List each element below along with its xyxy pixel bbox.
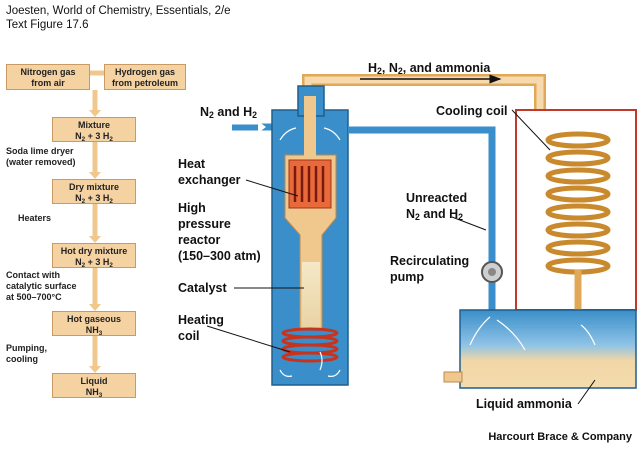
box-hot-dry-mixture-line1: Hot dry mixture bbox=[60, 246, 128, 256]
label-heating-coil-line2: coil bbox=[178, 329, 200, 343]
note-contact-line2: catalytic surface bbox=[6, 281, 77, 291]
label-heating-coil: Heating coil bbox=[178, 312, 224, 344]
label-high-pressure-line2: pressure bbox=[178, 217, 231, 231]
box-hot-gaseous-line2: NH3 bbox=[85, 325, 103, 337]
label-h2-n2-ammonia: H2, N2, and ammonia bbox=[368, 61, 491, 76]
header-source: Joesten, World of Chemistry, Essentials,… bbox=[6, 5, 231, 17]
box-liquid-line2: NH3 bbox=[85, 387, 103, 399]
label-high-pressure-line3: reactor bbox=[178, 233, 221, 247]
label-high-pressure-line4: (150–300 atm) bbox=[178, 249, 261, 263]
label-unreacted: Unreacted N2 and H2 bbox=[406, 190, 467, 223]
box-dry-mixture-line2: N2 + 3 H2 bbox=[75, 193, 113, 205]
note-pumping-line2: cooling bbox=[6, 354, 38, 364]
box-hydrogen-line2: from petroleum bbox=[111, 78, 178, 88]
box-nitrogen-line1: Nitrogen gas bbox=[20, 67, 76, 77]
note-contact: Contact with catalytic surface at 500–70… bbox=[6, 270, 77, 303]
box-liquid-line1: Liquid bbox=[80, 376, 108, 386]
box-dry-mixture: Dry mixture N2 + 3 H2 bbox=[52, 179, 136, 205]
heating-coil bbox=[281, 327, 339, 363]
credit-publisher: Harcourt Brace & Company bbox=[488, 431, 632, 443]
note-heaters-line1: Heaters bbox=[18, 213, 52, 223]
header-figure: Text Figure 17.6 bbox=[6, 19, 89, 31]
recycle-pipe bbox=[348, 126, 496, 310]
box-hydrogen-line1: Hydrogen gas bbox=[114, 67, 175, 77]
label-catalyst: Catalyst bbox=[178, 281, 227, 295]
label-heat-exchanger-line1: Heat bbox=[178, 157, 206, 171]
note-contact-line1: Contact with bbox=[6, 270, 60, 280]
label-heating-coil-line1: Heating bbox=[178, 313, 224, 327]
label-heat-exchanger-line2: exchanger bbox=[178, 173, 241, 187]
label-cooling-coil: Cooling coil bbox=[436, 104, 508, 118]
box-hydrogen: Hydrogen gas from petroleum bbox=[104, 64, 186, 90]
box-nitrogen: Nitrogen gas from air bbox=[6, 64, 90, 90]
note-heaters: Heaters bbox=[18, 213, 51, 224]
box-hot-gaseous: Hot gaseous NH3 bbox=[52, 311, 136, 337]
box-mixture-line1: Mixture bbox=[77, 120, 110, 130]
box-hot-dry-mixture: Hot dry mixture N2 + 3 H2 bbox=[52, 243, 136, 269]
note-pumping: Pumping, cooling bbox=[6, 343, 47, 365]
note-soda-lime-line2: (water removed) bbox=[6, 157, 76, 167]
note-pumping-line1: Pumping, bbox=[6, 343, 47, 353]
label-high-pressure: High pressure reactor (150–300 atm) bbox=[178, 200, 261, 264]
label-unreacted-line2: N2 and H2 bbox=[406, 207, 463, 222]
label-high-pressure-line1: High bbox=[178, 201, 206, 215]
box-nitrogen-line2: from air bbox=[31, 78, 65, 88]
box-dry-mixture-line1: Dry mixture bbox=[68, 182, 120, 192]
label-recirculating-pump: Recirculating pump bbox=[390, 253, 469, 285]
box-mixture: Mixture N2 + 3 H2 bbox=[52, 117, 136, 143]
catalyst-bed bbox=[302, 262, 320, 328]
label-liquid-ammonia: Liquid ammonia bbox=[476, 397, 572, 411]
label-unreacted-line1: Unreacted bbox=[406, 191, 468, 205]
box-hot-gaseous-line1: Hot gaseous bbox=[66, 314, 121, 324]
separator-tank bbox=[459, 309, 637, 389]
note-soda-lime: Soda lime dryer (water removed) bbox=[6, 146, 76, 168]
flow-arrows bbox=[89, 70, 104, 366]
box-mixture-line2: N2 + 3 H2 bbox=[75, 131, 113, 143]
label-n2-h2-inlet: N2 and H2 bbox=[200, 105, 257, 120]
label-heat-exchanger: Heat exchanger bbox=[178, 156, 241, 188]
heat-exchanger-bars bbox=[293, 166, 325, 202]
box-hot-dry-mixture-line2: N2 + 3 H2 bbox=[75, 257, 113, 269]
drain-pipe bbox=[443, 371, 463, 383]
note-contact-line3: at 500–700°C bbox=[6, 292, 62, 302]
note-soda-lime-line1: Soda lime dryer bbox=[6, 146, 74, 156]
box-liquid: Liquid NH3 bbox=[52, 373, 136, 399]
label-recirculating-line1: Recirculating bbox=[390, 254, 470, 268]
label-recirculating-line2: pump bbox=[390, 270, 425, 284]
